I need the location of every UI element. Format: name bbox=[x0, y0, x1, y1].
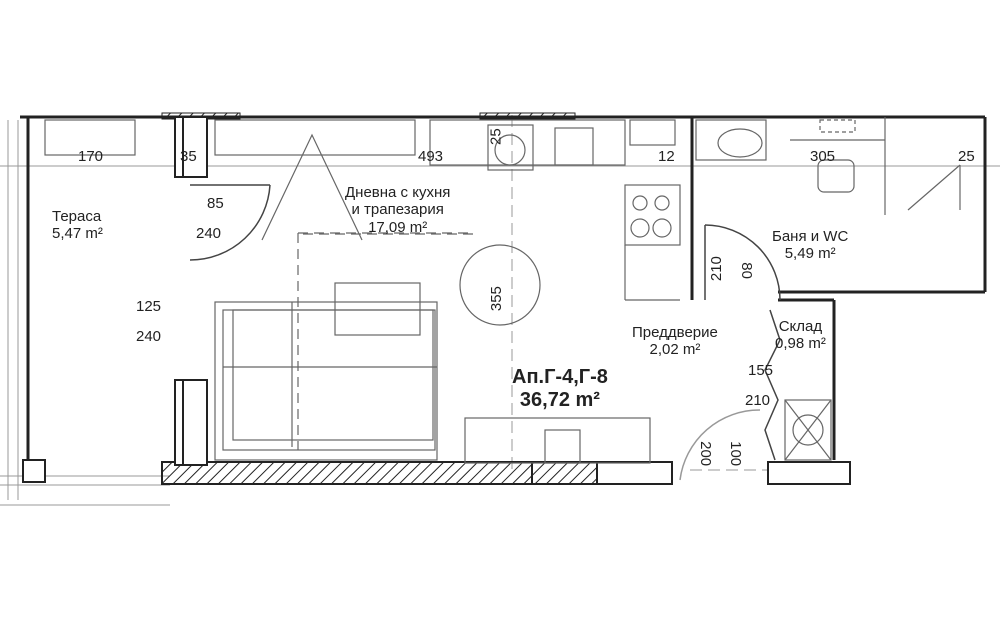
dim-storage-door-w: 155 bbox=[748, 362, 774, 379]
dim-window-width: 125 bbox=[136, 298, 162, 315]
room-area: 5,47 m² bbox=[52, 225, 103, 243]
apartment-label: Ап.Г-4,Г-8 36,72 m² bbox=[512, 366, 608, 412]
room-name-line1: Дневна с кухня bbox=[345, 184, 451, 201]
room-area: 5,49 m² bbox=[784, 245, 836, 263]
dim-bath-door-w: 80 bbox=[737, 262, 755, 279]
dim-bath-25: 25 bbox=[958, 148, 975, 165]
dim-entry-200: 200 bbox=[697, 441, 715, 467]
dim-entry-100: 100 bbox=[727, 441, 745, 467]
apartment-code: Ап.Г-4,Г-8 bbox=[512, 366, 608, 388]
apartment-area: 36,72 m² bbox=[519, 389, 600, 411]
room-name: Склад bbox=[778, 318, 823, 335]
room-area: 0,98 m² bbox=[775, 335, 826, 353]
dim-25-top: 25 bbox=[487, 128, 505, 145]
room-living: Дневна с кухня и трапезария 17,09 m² bbox=[345, 184, 450, 236]
dim-355: 355 bbox=[487, 286, 505, 312]
dim-door-width: 85 bbox=[207, 195, 224, 212]
room-storage: Склад 0,98 m² bbox=[775, 318, 826, 353]
room-name-line2: и трапезария bbox=[351, 201, 444, 219]
dim-bath-door-h: 210 bbox=[707, 256, 725, 282]
room-name: Преддверие bbox=[632, 324, 718, 341]
room-name: Баня и WC bbox=[772, 228, 849, 245]
dim-12: 12 bbox=[658, 148, 675, 165]
dim-window-height: 240 bbox=[136, 328, 162, 345]
room-bathroom: Баня и WC 5,49 m² bbox=[772, 228, 848, 263]
room-hall: Преддверие 2,02 m² bbox=[632, 324, 718, 359]
room-name: Тераса bbox=[52, 208, 102, 225]
room-area: 2,02 m² bbox=[649, 341, 701, 359]
dim-living-width: 493 bbox=[418, 148, 444, 165]
dim-wall: 35 bbox=[180, 148, 197, 165]
dim-door-height: 240 bbox=[196, 225, 222, 242]
dim-storage-door-h: 210 bbox=[745, 392, 771, 409]
dim-terrace-width: 170 bbox=[78, 148, 104, 165]
room-terrace: Тераса 5,47 m² bbox=[52, 208, 103, 243]
dim-bath-width: 305 bbox=[810, 148, 836, 165]
room-area: 17,09 m² bbox=[368, 218, 428, 236]
